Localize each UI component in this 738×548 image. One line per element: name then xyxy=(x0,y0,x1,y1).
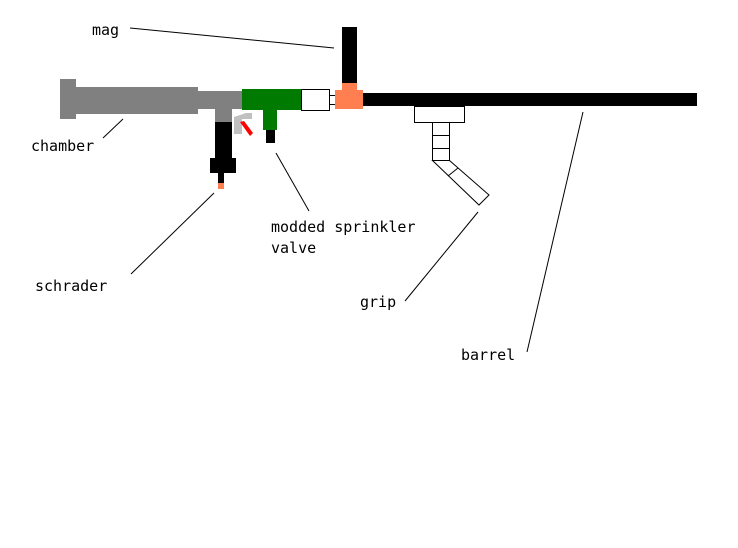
schrader-tip xyxy=(218,183,224,189)
schrader-pipe xyxy=(215,122,232,158)
chamber-reducer xyxy=(198,91,242,109)
valve-leader xyxy=(275,152,310,212)
barrel-leader xyxy=(526,111,584,353)
label-chamber: chamber xyxy=(31,137,94,155)
coupler xyxy=(301,89,330,111)
label-barrel: barrel xyxy=(461,346,515,364)
sprinkler-valve-solenoid xyxy=(263,110,277,130)
grip-mount xyxy=(414,106,465,123)
chamber-body xyxy=(76,87,198,114)
schrader-fitting xyxy=(210,158,236,173)
label-grip: grip xyxy=(360,293,396,311)
mag-tube xyxy=(342,27,357,83)
grip-seg-3 xyxy=(447,167,459,177)
chamber-endcap xyxy=(60,79,76,119)
grip-upper xyxy=(432,122,450,161)
trigger-lever-icon xyxy=(240,121,253,136)
trigger-guard xyxy=(234,113,252,134)
schrader-stem xyxy=(218,173,224,183)
grip-leader xyxy=(404,211,479,302)
sprinkler-valve-port xyxy=(266,130,275,143)
schrader-leader xyxy=(130,192,215,275)
label-valve-line1: modded sprinkler xyxy=(271,218,416,236)
chamber-leader xyxy=(102,118,124,139)
chamber-tee-down xyxy=(215,109,232,122)
sprinkler-valve-body xyxy=(242,89,302,110)
barrel xyxy=(363,93,697,106)
grip-lower xyxy=(431,160,490,206)
tee-top xyxy=(342,83,357,91)
label-valve-line2: valve xyxy=(271,239,316,257)
label-mag: mag xyxy=(92,21,119,39)
label-schrader: schrader xyxy=(35,277,107,295)
tee-body xyxy=(335,90,363,109)
mag-leader xyxy=(129,27,335,49)
